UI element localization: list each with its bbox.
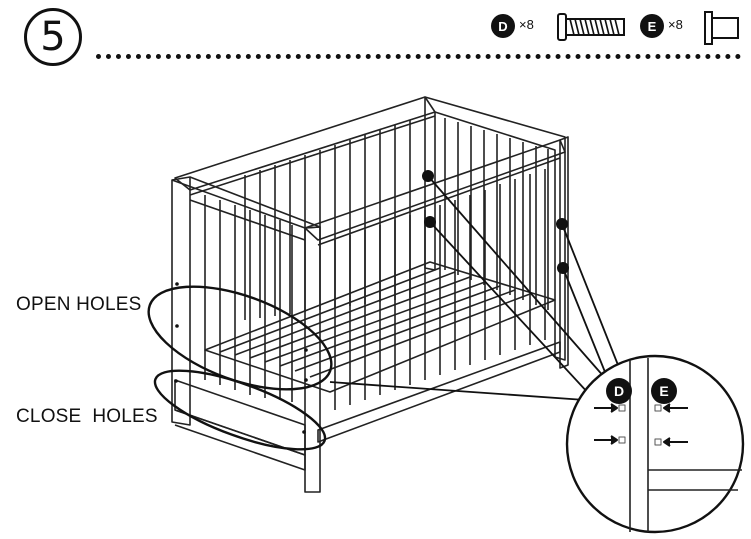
part-e-quantity: ×8 (668, 17, 683, 32)
open-holes-label: OPEN HOLES (16, 294, 142, 315)
part-d-quantity: ×8 (519, 17, 534, 32)
part-e-badge: E (640, 14, 664, 38)
crib-mattress-base (204, 261, 556, 393)
detail-badge-d: D (606, 378, 632, 404)
screw-icon (557, 13, 625, 41)
step-number: 5 (40, 14, 66, 60)
detail-letter-d: D (613, 383, 625, 399)
open-holes-ellipse (147, 285, 333, 391)
part-e-letter: E (647, 18, 657, 34)
close-holes-ellipse (153, 369, 327, 451)
barrel-nut-icon (704, 11, 739, 45)
close-holes-label: CLOSE HOLES (16, 406, 158, 427)
part-d-letter: D (498, 18, 508, 34)
step-number-badge: 5 (24, 8, 82, 66)
crib-front-side (304, 136, 569, 443)
detail-letter-e: E (659, 383, 669, 399)
part-d-badge: D (491, 14, 515, 38)
detail-badge-e: E (651, 378, 677, 404)
header-divider (96, 54, 741, 59)
crib-end-panel (171, 176, 321, 493)
leader-lines (329, 175, 621, 401)
callout-dots (422, 170, 569, 274)
